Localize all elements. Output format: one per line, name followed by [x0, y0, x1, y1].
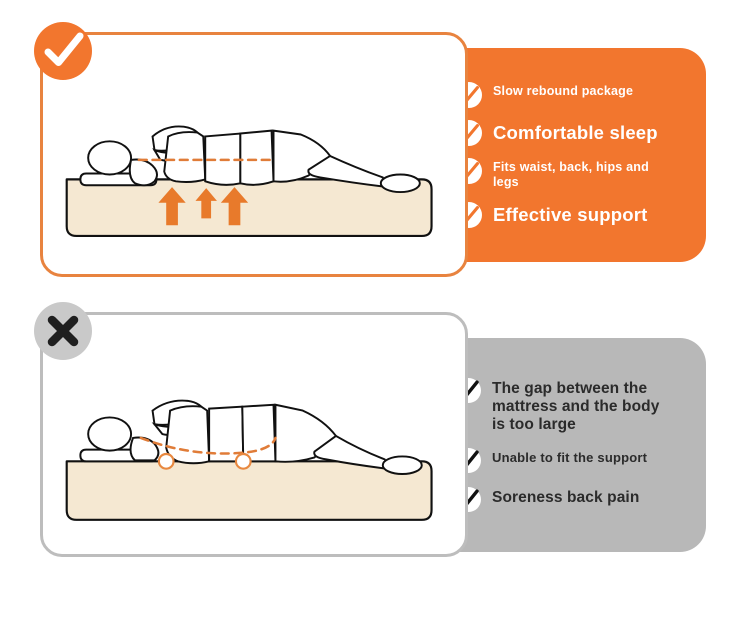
issue-item: Unable to fit the support — [456, 441, 692, 480]
benefit-label: Fits waist, back, hips and legs — [493, 160, 649, 189]
benefits-panel: Slow rebound package Comfortable sleep F… — [434, 48, 706, 262]
benefit-item: Comfortable sleep — [456, 114, 692, 152]
curved-dashed-spine-line — [139, 436, 277, 455]
upward-support-arrows — [158, 187, 249, 226]
benefit-label: Comfortable sleep — [493, 122, 658, 144]
bad-posture-card — [40, 312, 468, 557]
person-on-unsupportive-mattress-illustration — [65, 399, 433, 521]
benefit-item: Slow rebound package — [456, 76, 692, 114]
benefit-label: Effective support — [493, 203, 648, 225]
x-circle-icon — [34, 302, 92, 360]
issues-panel: The gap between the mattress and the bod… — [434, 338, 706, 552]
check-circle-icon — [34, 22, 92, 80]
benefit-item: Fits waist, back, hips and legs — [456, 152, 692, 196]
issue-item: The gap between the mattress and the bod… — [456, 371, 692, 442]
issue-label: The gap between the mattress and the bod… — [492, 379, 660, 434]
orange-gap-circles — [157, 452, 252, 470]
good-posture-card — [40, 32, 468, 277]
benefit-label: Slow rebound package — [493, 84, 634, 99]
issue-label: Soreness back pain — [492, 489, 640, 507]
person-on-supportive-mattress-illustration — [65, 125, 433, 238]
issue-item: Soreness back pain — [456, 480, 692, 519]
issue-label: Unable to fit the support — [492, 450, 648, 466]
benefit-item: Effective support — [456, 196, 692, 234]
